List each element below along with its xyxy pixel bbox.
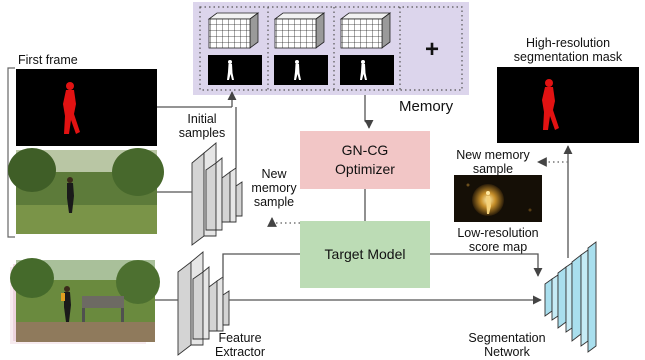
gn-cg-optimizer-box [300,131,430,189]
segmentation-network-block [544,241,597,353]
target-to-new-memory-dotted [267,217,300,227]
first-frame-mask [16,69,157,146]
memory-sample-3 [339,12,394,85]
low-res-score-map-label: Low-resolution score map [457,226,539,254]
feature-extractor-block [177,251,230,356]
first-frame-mask-figure [63,82,80,134]
extractor-to-target-line [222,253,300,280]
memory-label: Memory [399,98,454,115]
target-model-label: Target Model [324,246,406,262]
target-to-seg-arrow [430,253,543,277]
new-memory-sample-left-label: New memory sample [251,167,297,209]
memory-to-optimizer-arrow [364,95,374,129]
memory-cube-side-3 [381,12,391,49]
memory-cube-side-2 [315,12,325,49]
high-res-mask [497,67,639,143]
memory-mask-3 [340,55,394,85]
memory-cube-side-1 [249,12,259,49]
memory-mask-2 [274,55,328,85]
memory-plus-icon: + [425,36,440,63]
target-model-box [300,221,430,288]
initial-samples-extractor [191,142,243,246]
segmentation-network-label: Segmentation Network [468,331,546,359]
first-frame-photo [8,148,164,234]
current-frame-photo [10,258,160,344]
first-frame-bracket [7,67,15,238]
high-res-mask-figure [542,79,559,130]
memory-sample-1 [207,12,262,85]
memory-dotted-border [199,6,463,91]
new-memory-sample-right-label: New memory sample [456,148,530,176]
memory-mask-1 [208,55,262,85]
initial-samples-label: Initial samples [178,112,226,140]
high-res-mask-label: High-resolution segmentation mask [513,36,623,64]
feature-extractor-label: Feature Extractor [214,331,265,359]
memory-sample-2 [273,12,328,85]
first-frame-label: First frame [18,53,78,67]
